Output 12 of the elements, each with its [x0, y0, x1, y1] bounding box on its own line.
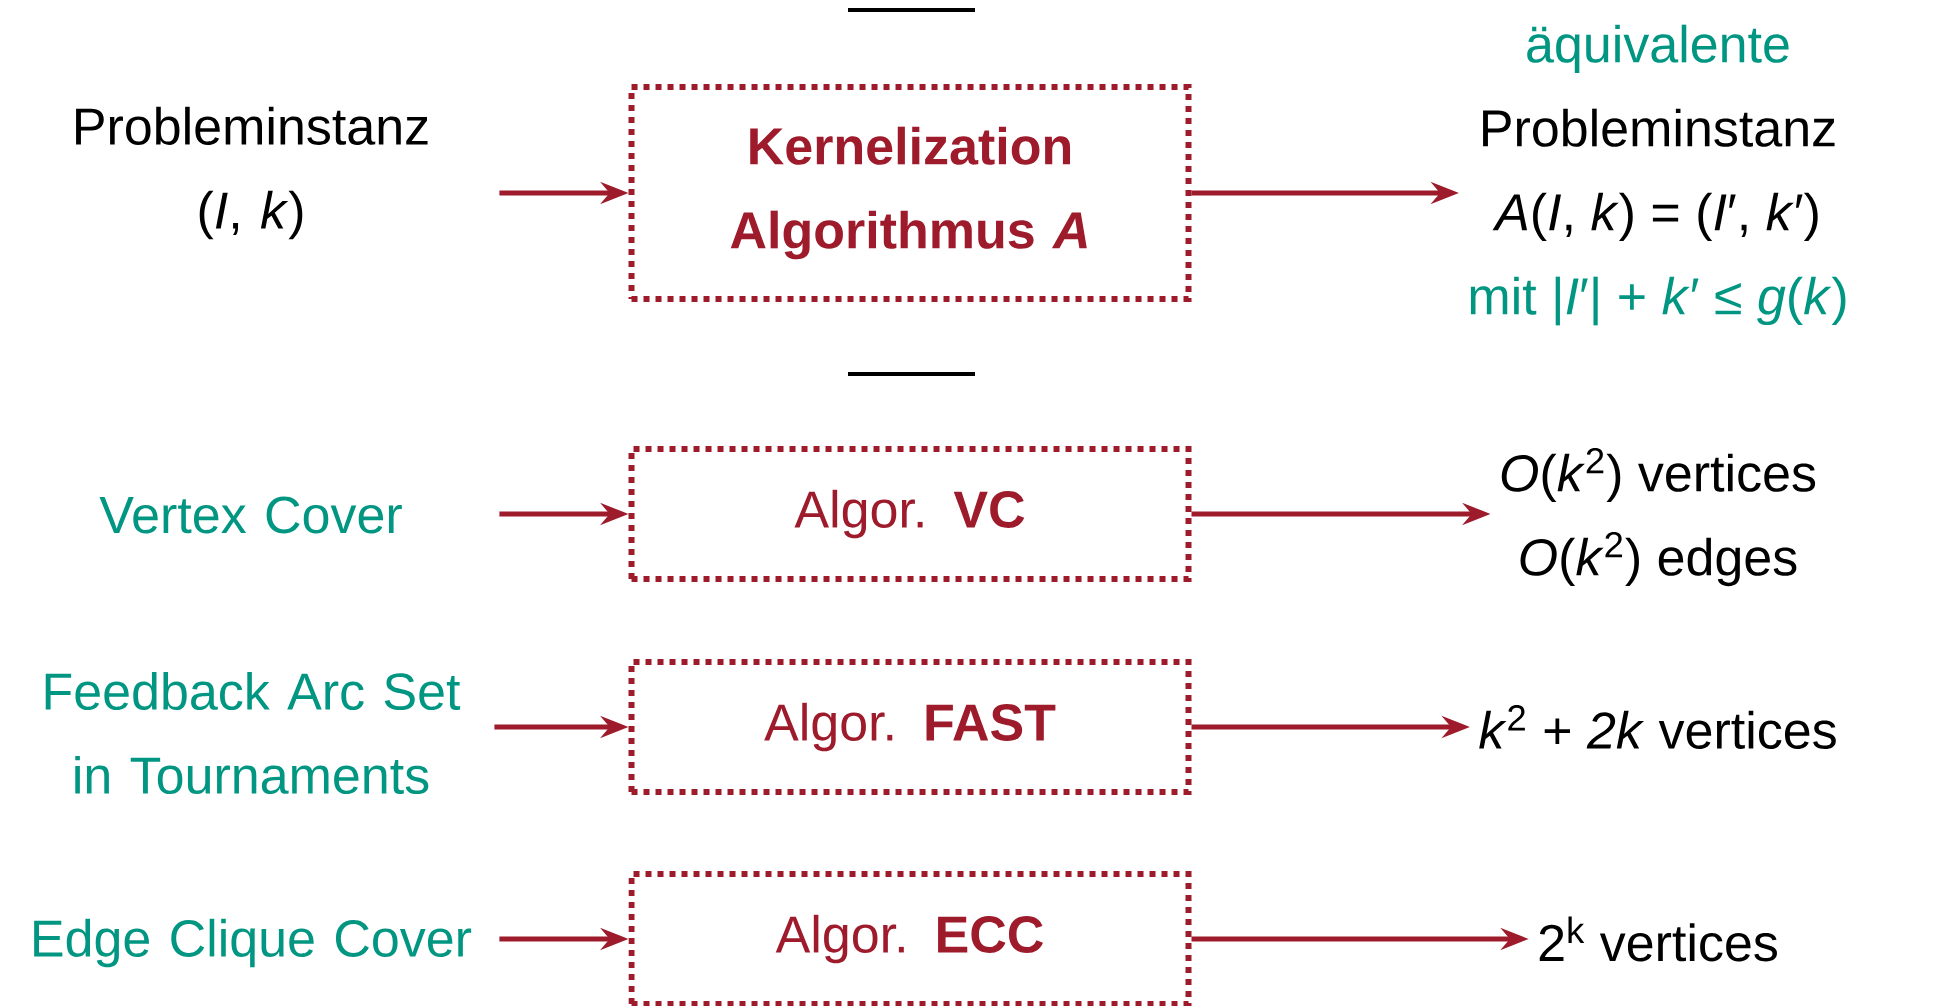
- problem-label: Probleminstanz (I, k): [76, 106, 428, 240]
- result-label: k$^{2}$ + 2k vertices: [1479, 705, 1836, 749]
- result-label: äquivalente Probleminstanz A(I, k) = (I′, k′) mit |I′| + k′ ≤ g(k): [1470, 24, 1846, 326]
- problem-label: Feedback Arc Set in Tournaments: [45, 671, 461, 795]
- result-label: O(k$^{2}$) vertices O(k$^{2}$) edges: [1501, 447, 1816, 587]
- result-label: 2$^{k}$ vertices: [1539, 916, 1777, 962]
- problem-label: Edge Clique Cover: [34, 918, 472, 968]
- problem-label: Vertex Cover: [99, 496, 402, 534]
- algorithm-box: Algor. FAST: [628, 659, 1192, 795]
- algorithm-box: Algor. ECC: [628, 871, 1192, 1006]
- algorithm-box: Algor. VC: [628, 446, 1192, 582]
- algorithm-box: Kernelization Algorithmus A: [628, 84, 1192, 302]
